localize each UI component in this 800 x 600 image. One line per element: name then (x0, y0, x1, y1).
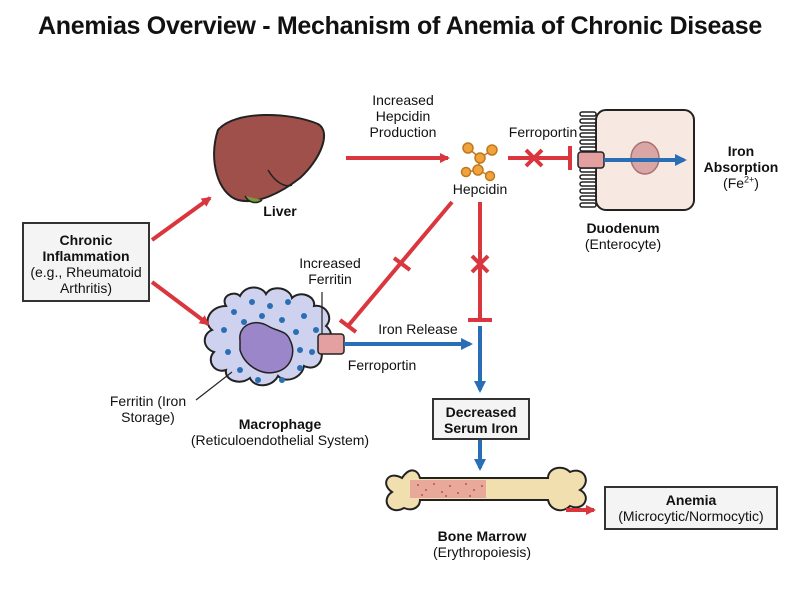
ferroportin-top-label: Ferroportin (508, 124, 578, 140)
iron-absorption-formula: (Fe2+) (723, 174, 759, 191)
hepcidin-production-label: Increased Hepcidin Production (369, 92, 437, 140)
anemia-box: Anemia (Microcytic/Normocytic) (604, 486, 778, 530)
bone-illustration (385, 466, 587, 512)
ferroportin-channel-enterocyte (577, 151, 605, 169)
duodenum-subtitle: (Enterocyte) (584, 236, 662, 252)
red-arrows (150, 153, 596, 515)
arrow-inflammation-to-liver (150, 196, 212, 242)
duodenum-label: Duodenum (Enterocyte) (568, 220, 678, 252)
macrophage-illustration (203, 286, 345, 387)
anemia-title: Anemia (665, 492, 717, 508)
blue-arrows (344, 154, 687, 471)
liver-illustration (213, 113, 325, 204)
iron-absorption-label: Iron Absorption (Fe2+) (696, 143, 786, 191)
macrophage-label: Macrophage (Reticuloendothelial System) (180, 416, 380, 448)
chronic-inflammation-subtitle: (e.g., Rheumatoid Arthritis) (30, 264, 142, 296)
arrow-inflammation-to-macrophage (150, 280, 210, 326)
ferroportin-macrophage-label: Ferroportin (347, 357, 417, 373)
chronic-inflammation-title: Chronic Inflammation (42, 232, 130, 264)
serum-iron-box: Decreased Serum Iron (432, 398, 530, 440)
page-title: Anemias Overview - Mechanism of Anemia o… (38, 12, 762, 40)
iron-absorption-title: Iron Absorption (703, 143, 779, 175)
enterocyte-illustration (577, 109, 695, 211)
bone-marrow-title: Bone Marrow (437, 528, 527, 544)
ferritin-storage-label: Ferritin (Iron Storage) (109, 393, 187, 425)
increased-ferritin-label: Increased Ferritin (299, 255, 361, 287)
anemia-subtitle: (Microcytic/Normocytic) (618, 508, 764, 524)
bone-marrow-subtitle: (Erythropoiesis) (432, 544, 532, 560)
chronic-inflammation-box: Chronic Inflammation (e.g., Rheumatoid A… (22, 222, 150, 302)
inhibition-lines (338, 146, 572, 334)
hepcidin-molecule (460, 142, 498, 182)
pointer-lines (195, 292, 323, 401)
ferroportin-channel-macrophage (317, 333, 345, 355)
bone-marrow-label: Bone Marrow (Erythropoiesis) (422, 528, 542, 560)
duodenum-title: Duodenum (586, 220, 660, 236)
macrophage-subtitle: (Reticuloendothelial System) (190, 432, 370, 448)
hepcidin-label: Hepcidin (452, 181, 508, 197)
iron-release-label: Iron Release (378, 321, 458, 337)
liver-label: Liver (263, 203, 297, 219)
macrophage-title: Macrophage (238, 416, 322, 432)
